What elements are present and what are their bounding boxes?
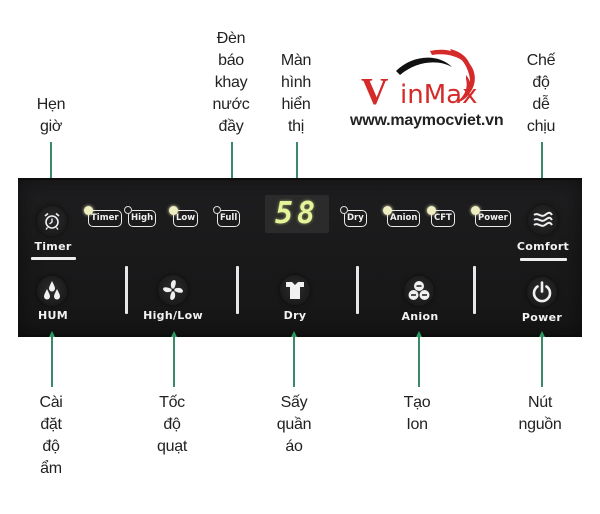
water-drops-icon <box>44 281 60 300</box>
logo-swoosh-icon <box>396 49 475 103</box>
fan-button[interactable] <box>158 275 188 305</box>
arrow-power <box>539 331 545 337</box>
display-value: 58 <box>274 196 320 231</box>
power-icon <box>532 281 552 303</box>
website-url: www.maymocviet.vn <box>350 112 504 129</box>
comfort-underline <box>520 258 567 261</box>
dry-button-label: Dry <box>283 309 307 322</box>
panel-divider-1 <box>125 266 128 314</box>
leader-line-fan <box>173 335 175 387</box>
arrow-hum <box>49 331 55 337</box>
callout-comfort: Chế độ dễ chịu <box>526 52 556 135</box>
arrow-fan <box>171 331 177 337</box>
leader-line-anion <box>418 335 420 387</box>
leader-line-display <box>296 142 298 184</box>
indicator-full: Full <box>213 206 241 227</box>
indicator-dry: Dry <box>340 206 367 227</box>
waves-icon <box>533 211 553 227</box>
hum-button-label: HUM <box>38 309 68 322</box>
arrow-dry <box>291 331 297 337</box>
anion-icon <box>408 281 430 300</box>
anion-button-label: Anion <box>401 310 439 323</box>
callout-hum: Cài đặt độ ẩm <box>39 394 63 477</box>
callout-full-tank: Đèn báo khay nước đầy <box>212 30 250 135</box>
timer-underline <box>31 257 76 260</box>
anion-button[interactable] <box>404 276 434 306</box>
digital-display: 58 <box>265 195 329 233</box>
indicator-power: Power <box>471 206 511 227</box>
panel-divider-4 <box>473 266 476 314</box>
led-power <box>471 206 480 215</box>
panel-divider-2 <box>236 266 239 314</box>
indicator-timer: Timer <box>84 206 122 227</box>
dry-button[interactable] <box>280 275 310 305</box>
leader-line-hum <box>51 335 53 387</box>
logo-text: inMax <box>400 80 478 110</box>
leader-line-power <box>541 335 543 387</box>
arrow-anion <box>416 331 422 337</box>
logo-letter: V <box>361 71 389 113</box>
hum-button[interactable] <box>37 276 67 306</box>
callout-anion: Tạo Ion <box>403 394 431 433</box>
callout-display: Màn hình hiển thị <box>280 52 312 135</box>
shirt-icon <box>286 282 304 299</box>
callout-fan: Tốc độ quạt <box>157 394 187 455</box>
callout-timer: Hẹn giờ <box>36 96 66 135</box>
indicator-low: Low <box>169 206 199 227</box>
comfort-button[interactable] <box>528 205 558 235</box>
led-low <box>169 206 178 215</box>
leader-line-dry <box>293 335 295 387</box>
leader-line-timer <box>50 142 52 184</box>
panel-divider-3 <box>356 266 359 314</box>
comfort-button-label: Comfort <box>516 240 570 253</box>
indicator-anion: Anion <box>383 206 421 227</box>
indicator-cft: CFT <box>427 206 455 227</box>
led-dry <box>340 206 348 214</box>
led-timer <box>84 206 93 215</box>
indicator-high: High <box>124 206 157 227</box>
fan-button-label: High/Low <box>143 309 203 322</box>
led-anion <box>383 206 392 215</box>
callout-dry: Sấy quần áo <box>276 394 312 455</box>
fan-icon <box>163 280 183 300</box>
timer-button[interactable] <box>37 206 67 236</box>
alarm-clock-icon <box>44 212 60 230</box>
power-button-label: Power <box>521 311 563 324</box>
leader-line-comfort <box>541 142 543 184</box>
led-full <box>213 206 221 214</box>
callout-power: Nút nguồn <box>518 394 562 433</box>
led-cft <box>427 206 436 215</box>
power-button[interactable] <box>527 277 557 307</box>
leader-line-full-tank <box>231 142 233 184</box>
timer-button-label: Timer <box>34 240 72 253</box>
led-high <box>124 206 132 214</box>
